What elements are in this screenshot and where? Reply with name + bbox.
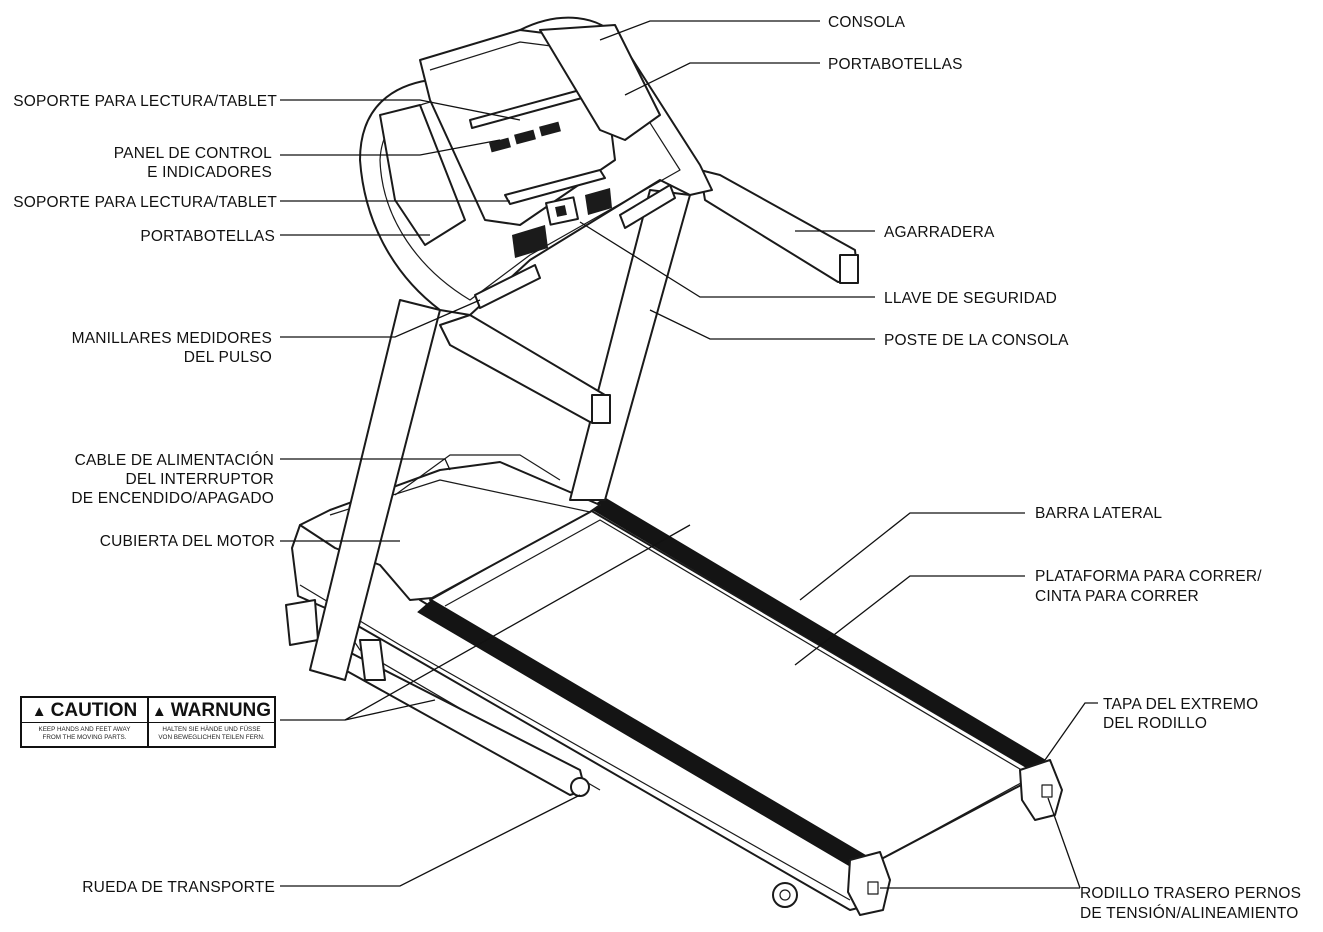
labels-left: SOPORTE PARA LECTURA/TABLET PANEL DE CON… — [13, 93, 277, 896]
label-reading-rack-bottom: SOPORTE PARA LECTURA/TABLET — [13, 194, 277, 211]
warning-triangle-icon: ▲ — [31, 702, 47, 720]
warnung-text: HALTEN SIE HÄNDE UND FÜSSE VON BEWEGLICH… — [158, 723, 264, 741]
label-bottle-right: PORTABOTELLAS — [828, 56, 963, 73]
warnung-text-line-2: VON BEWEGLICHEN TEILEN FERN. — [158, 733, 265, 741]
leader-console — [599, 20, 820, 41]
warnung-cell: ▲ WARNUNG HALTEN SIE HÄNDE UND FÜSSE VON… — [147, 698, 274, 746]
warning-triangle-icon: ▲ — [151, 702, 167, 720]
label-power-cord-2: DEL INTERRUPTOR — [125, 471, 274, 488]
label-side-rail: BARRA LATERAL — [1035, 505, 1162, 522]
leader-rack-top — [280, 99, 521, 121]
label-pulse-grips: MANILLARES MEDIDORES — [72, 330, 272, 347]
label-bottle-left: PORTABOTELLAS — [140, 228, 275, 245]
handlebar-right — [699, 169, 859, 283]
end-cap-left — [847, 851, 891, 916]
leader-warning-b — [344, 699, 436, 721]
caution-title: CAUTION — [50, 700, 138, 721]
console-mast-right — [569, 189, 691, 501]
speaker-grille-right — [585, 188, 612, 215]
warning-label: ▲ CAUTION KEEP HANDS AND FEET AWAY FROM … — [20, 696, 276, 748]
pulse-grip-left — [474, 264, 541, 309]
leader-running-deck — [794, 575, 1025, 666]
label-end-cap-2: DEL RODILLO — [1103, 715, 1207, 732]
label-running-deck: PLATAFORMA PARA CORRER/ — [1035, 568, 1262, 585]
caution-cell: ▲ CAUTION KEEP HANDS AND FEET AWAY FROM … — [22, 698, 147, 746]
label-power-cord: CABLE DE ALIMENTACIÓN — [75, 452, 274, 469]
label-control-panel: PANEL DE CONTROL — [114, 145, 272, 162]
label-console: CONSOLA — [828, 14, 906, 31]
warnung-heading: ▲ WARNUNG — [149, 698, 274, 723]
label-roller-bolts: RODILLO TRASERO PERNOS — [1080, 885, 1301, 902]
label-safety-key: LLAVE DE SEGURIDAD — [884, 290, 1057, 307]
control-panel-buttons — [489, 121, 561, 153]
speaker-grille-left — [512, 225, 548, 258]
warnung-title: WARNUNG — [170, 700, 272, 721]
labels-right: CONSOLA PORTABOTELLAS AGARRADERA LLAVE D… — [828, 14, 1301, 922]
label-reading-rack-top: SOPORTE PARA LECTURA/TABLET — [13, 93, 277, 110]
transport-wheel-left — [570, 777, 590, 797]
label-power-cord-3: DE ENCENDIDO/APAGADO — [71, 490, 274, 507]
leader-end-cap — [1044, 702, 1098, 761]
leader-safety-key — [579, 221, 875, 298]
handlebar-left — [439, 314, 611, 423]
bottle-holder-left — [379, 104, 466, 246]
leader-pulse-grips — [280, 299, 481, 338]
label-roller-bolts-2: DE TENSIÓN/ALINEAMIENTO — [1080, 905, 1299, 922]
label-transport-wheel: RUEDA DE TRANSPORTE — [82, 879, 275, 896]
leader-bottle-right — [624, 62, 820, 96]
treadmill-illustration — [285, 16, 1063, 916]
leader-console-mast — [649, 309, 875, 340]
leader-lines — [280, 20, 1098, 889]
label-control-panel-2: E INDICADORES — [147, 164, 272, 181]
leader-transport-wheel — [280, 794, 581, 887]
caution-heading: ▲ CAUTION — [22, 698, 147, 723]
leader-roller-bolts-a — [1047, 797, 1081, 889]
label-pulse-grips-2: DEL PULSO — [184, 349, 272, 366]
label-end-cap: TAPA DEL EXTREMO — [1103, 696, 1258, 713]
label-console-mast: POSTE DE LA CONSOLA — [884, 332, 1069, 349]
label-handlebar: AGARRADERA — [884, 224, 995, 241]
label-motor-cover: CUBIERTA DEL MOTOR — [100, 533, 275, 550]
leader-control-panel — [280, 139, 501, 156]
pulse-grip-right — [619, 184, 676, 229]
bottle-holder-right — [539, 24, 661, 141]
transport-wheel-right — [772, 882, 798, 908]
leader-side-rail — [799, 512, 1025, 601]
end-cap-right — [1019, 759, 1063, 821]
caution-text-line-2: FROM THE MOVING PARTS. — [42, 733, 127, 741]
leader-power-cord — [280, 458, 451, 471]
caution-text: KEEP HANDS AND FEET AWAY FROM THE MOVING… — [39, 723, 131, 741]
console-body — [419, 29, 616, 226]
caution-text-line-1: KEEP HANDS AND FEET AWAY — [38, 726, 131, 733]
warnung-text-line-1: HALTEN SIE HÄNDE UND FÜSSE — [162, 726, 261, 733]
label-running-deck-2: CINTA PARA CORRER — [1035, 588, 1199, 605]
